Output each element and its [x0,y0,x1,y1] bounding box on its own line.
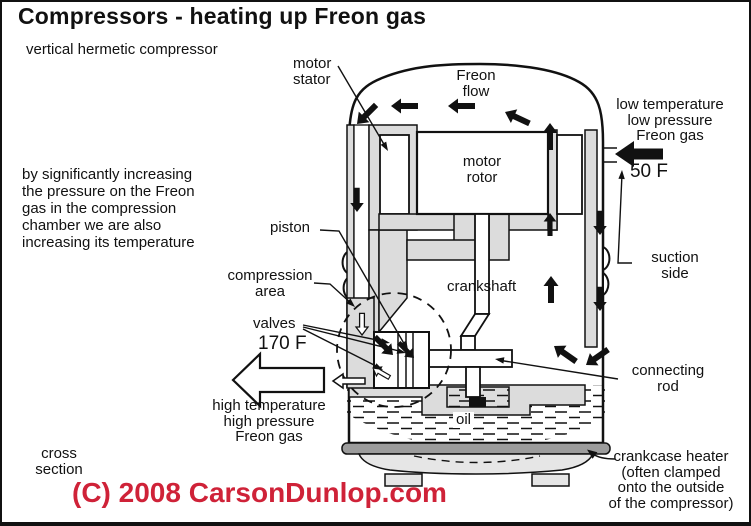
label-piston: piston [270,219,311,236]
stator-right-slot [556,134,583,215]
label-crankshaft: crankshaft [447,278,517,295]
crank-bearing-left [453,213,478,243]
label-valves: valves [253,315,296,332]
suction-stub [603,147,617,163]
label-compression-area: compression area [227,267,313,300]
label-suction-side: suction side [651,249,699,282]
foot-right [531,473,570,487]
copyright-text: (C) 2008 CarsonDunlop.com [72,477,447,508]
compression-area-circle [336,292,452,408]
cylinder-housing [346,297,375,389]
label-connecting-rod: connecting rod [631,362,705,395]
leader-lines [302,65,632,460]
label-crankcase-heater: crankcase heater (often clamped onto the… [608,448,734,512]
stator-right-column [584,129,598,348]
label-motor-stator: motor stator [293,55,332,88]
label-inlet-temperature: 50 F [629,161,669,182]
suction-inlet-arrow [615,141,663,167]
label-cross-section: cross section [35,445,83,478]
foot-left [384,473,423,487]
label-outlet-temperature: 170 F [258,333,307,354]
base-bowl-oil-line [413,455,541,464]
page-title: Compressors - heating up Freon gas [18,3,427,29]
crankcase-heater-band [341,442,611,455]
base-bowl [357,453,595,475]
explanatory-note: by significantly increasing the pressure… [22,166,195,251]
label-high-temp-freon: high temperature high pressure Freon gas [212,397,326,445]
motor-rotor-box [415,130,550,216]
subtitle: vertical hermetic compressor [26,41,218,58]
label-low-temp-freon: low temperature low pressure Freon gas [616,96,724,144]
outline-flow-arrows [331,312,393,390]
label-motor-rotor: motor rotor [462,153,502,186]
label-freon-flow: Freon flow [456,67,496,100]
crank-bearing-arm [406,239,478,261]
crankshaft-shape [428,213,513,407]
crank-bearing-right [488,213,510,261]
label-oil: oil [453,412,475,428]
discharge-arrow [231,351,326,409]
